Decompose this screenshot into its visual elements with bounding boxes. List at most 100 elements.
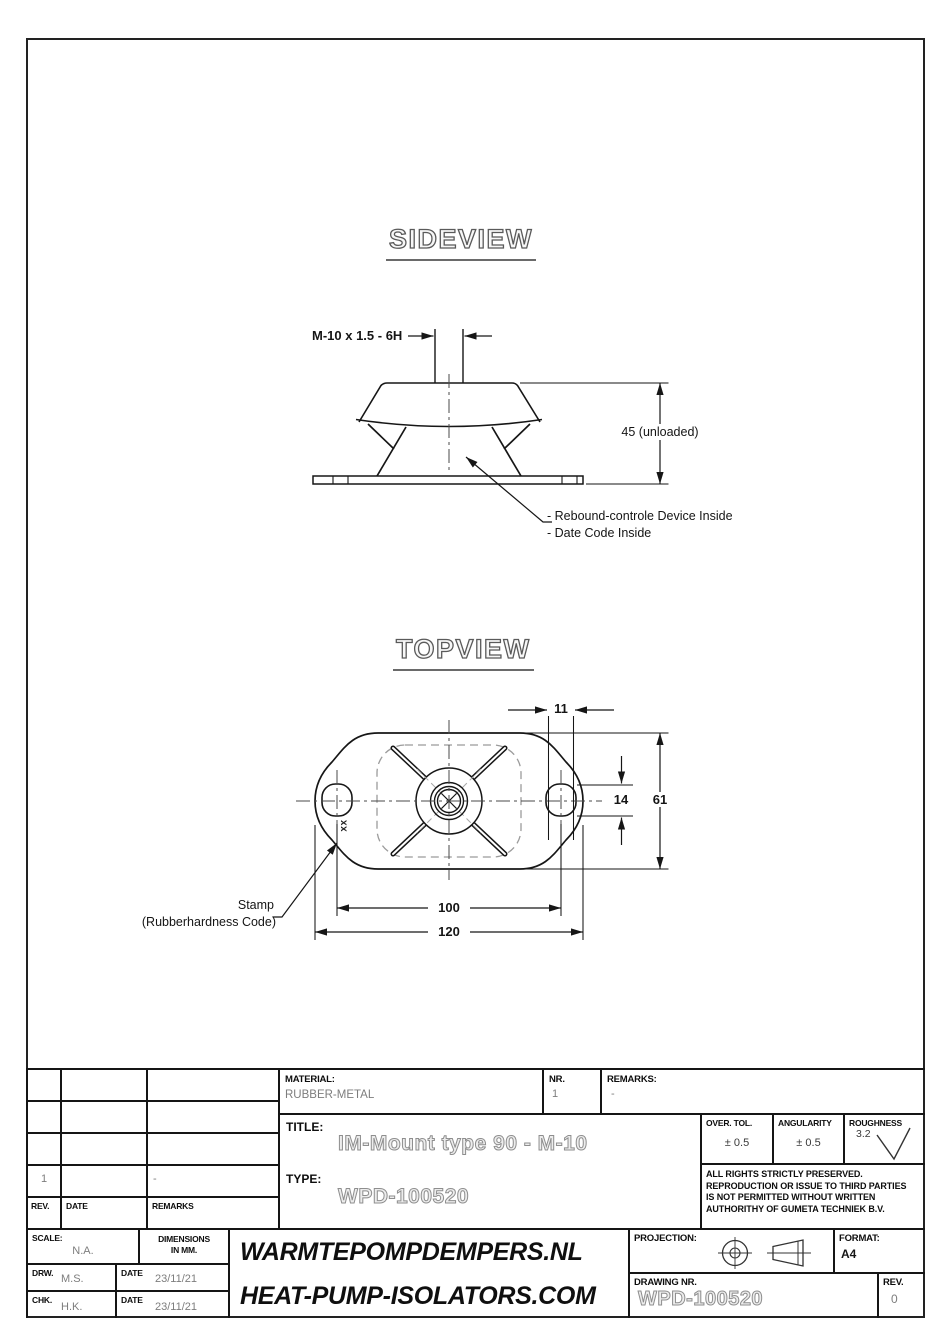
material-label: MATERIAL: [285, 1074, 335, 1085]
chk-date-value: 23/11/21 [155, 1301, 198, 1313]
date-header-label: DATE [66, 1201, 88, 1211]
drawing-nr-label: DRAWING NR. [634, 1277, 697, 1288]
rights-line1: ALL RIGHTS STRICTLY PRESERVED. [706, 1169, 863, 1179]
brand-cell: WARMTEPOMPDEMPERS.NL HEAT-PUMP-ISOLATORS… [228, 1228, 628, 1318]
rev-table-rev-value-cell: 1 [26, 1164, 60, 1196]
nr-label: NR. [549, 1074, 565, 1085]
rights-cell: ALL RIGHTS STRICTLY PRESERVED. REPRODUCT… [700, 1163, 925, 1228]
angularity-cell: ANGULARITY ± 0.5 [772, 1113, 843, 1163]
over-tol-cell: OVER. TOL. ± 0.5 [700, 1113, 772, 1163]
chk-date-cell: DATE 23/11/21 [115, 1290, 228, 1318]
title-type-cell: TITLE: IM-Mount type 90 - M-10 TYPE: WPD… [278, 1113, 700, 1228]
rights-line4: AUTHORITHY OF GUMETA TECHNIEK B.V. [706, 1203, 885, 1214]
remarks-header-label: REMARKS [152, 1201, 194, 1211]
projection-label: PROJECTION: [634, 1233, 697, 1244]
remarks-cell: REMARKS: - [600, 1068, 925, 1113]
remarks-label: REMARKS: [607, 1074, 657, 1085]
angularity-value: ± 0.5 [796, 1137, 821, 1149]
material-value: RUBBER-METAL [285, 1089, 375, 1101]
drw-cell: DRW. M.S. [26, 1263, 115, 1290]
sideview-title: SIDEVIEW [386, 223, 537, 261]
dim-14: 14 [606, 792, 636, 807]
rev-table-cell [26, 1100, 60, 1132]
rev-table-cell [146, 1068, 278, 1100]
stamp-label-line1: Stamp [237, 898, 274, 912]
type-label: TYPE: [286, 1172, 322, 1186]
rev-table-date-value-cell [60, 1164, 146, 1196]
rubberhardness-stamp-mark: xx [338, 819, 350, 832]
rev-table-cell [60, 1100, 146, 1132]
projection-cell: PROJECTION: [628, 1228, 833, 1272]
format-value: A4 [841, 1247, 857, 1261]
rev-label: REV. [883, 1277, 904, 1288]
brand-line1: WARMTEPOMPDEMPERS.NL [240, 1238, 583, 1266]
drawing-nr-cell: DRAWING NR. WPD-100520 [628, 1272, 877, 1318]
note-line-1: - Rebound-controle Device Inside [547, 509, 733, 523]
scale-label: SCALE: [32, 1233, 63, 1243]
title-label: TITLE: [286, 1120, 324, 1134]
brand-line2: HEAT-PUMP-ISOLATORS.COM [240, 1282, 596, 1310]
remarks-header-cell: REMARKS [146, 1196, 278, 1228]
rev-header-label: REV. [31, 1201, 50, 1211]
dim-120: 120 [428, 924, 470, 939]
nr-cell: NR. 1 [542, 1068, 600, 1113]
dimensions-label-line2: IN MM. [170, 1245, 198, 1255]
chk-label: CHK. [32, 1295, 52, 1305]
rev-table-remarks-value-cell: - [146, 1164, 278, 1196]
rights-line3: IS NOT PERMITTED WITHOUT WRITTEN [706, 1192, 876, 1202]
surface-roughness-icon [876, 1127, 911, 1161]
topview-linework [273, 706, 669, 940]
drw-date-cell: DATE 23/11/21 [115, 1263, 228, 1290]
stamp-leader [273, 842, 338, 918]
sideview-linework [312, 329, 669, 523]
base-plate [312, 475, 584, 485]
over-tol-label: OVER. TOL. [706, 1118, 753, 1128]
rev-table-cell [26, 1132, 60, 1164]
date-label: DATE [121, 1268, 143, 1278]
topview-title: TOPVIEW [393, 633, 534, 671]
dim-61: 61 [645, 792, 675, 807]
drw-date-value: 23/11/21 [155, 1273, 198, 1285]
date-label: DATE [121, 1295, 143, 1305]
roughness-value: 3.2 [856, 1128, 871, 1140]
format-label: FORMAT: [839, 1233, 880, 1244]
date-header-cell: DATE [60, 1196, 146, 1228]
rev-cell: REV. 0 [877, 1272, 925, 1318]
drawing-nr-value: WPD-100520 [637, 1288, 764, 1311]
height-dimension-label: 45 (unloaded) [616, 424, 704, 440]
dimensions-label-line1: DIMENSIONS [158, 1234, 210, 1244]
rev-value: 0 [891, 1292, 898, 1306]
revision-remark: - [153, 1173, 157, 1185]
scale-value: N.A. [72, 1245, 94, 1257]
format-cell: FORMAT: A4 [833, 1228, 925, 1272]
remarks-value: - [611, 1088, 615, 1100]
drw-value: M.S. [61, 1273, 84, 1285]
type-value: WPD-100520 [337, 1185, 470, 1209]
over-tol-value: ± 0.5 [724, 1137, 750, 1149]
angularity-label: ANGULARITY [778, 1118, 832, 1128]
note-line-2: - Date Code Inside [547, 526, 652, 540]
rev-header-cell: REV. [26, 1196, 60, 1228]
rights-line2: REPRODUCTION OR ISSUE TO THIRD PARTIES [706, 1180, 907, 1191]
nr-value: 1 [552, 1088, 559, 1100]
drw-label: DRW. [32, 1268, 54, 1278]
first-angle-projection-icon [718, 1237, 811, 1269]
drawing-frame [26, 38, 925, 1318]
chk-cell: CHK. H.K. [26, 1290, 115, 1318]
thread-dimension-label: M-10 x 1.5 - 6H [312, 328, 403, 343]
rev-table-cell [146, 1132, 278, 1164]
rev-table-cell [26, 1068, 60, 1100]
chk-value: H.K. [61, 1301, 83, 1313]
rev-table-cell [60, 1068, 146, 1100]
roughness-cell: ROUGHNESS 3.2 [843, 1113, 925, 1163]
rev-table-cell [60, 1132, 146, 1164]
title-value: IM-Mount type 90 - M-10 [338, 1132, 588, 1156]
note-leader [465, 456, 552, 523]
rev-table-cell [146, 1100, 278, 1132]
dimensions-unit-cell: DIMENSIONS IN MM. [138, 1228, 228, 1263]
dim-11: 11 [547, 701, 575, 716]
scale-cell: SCALE: N.A. [26, 1228, 138, 1263]
material-cell: MATERIAL: RUBBER-METAL [278, 1068, 542, 1113]
stamp-label-line2: (Rubberhardness Code) [141, 915, 276, 929]
